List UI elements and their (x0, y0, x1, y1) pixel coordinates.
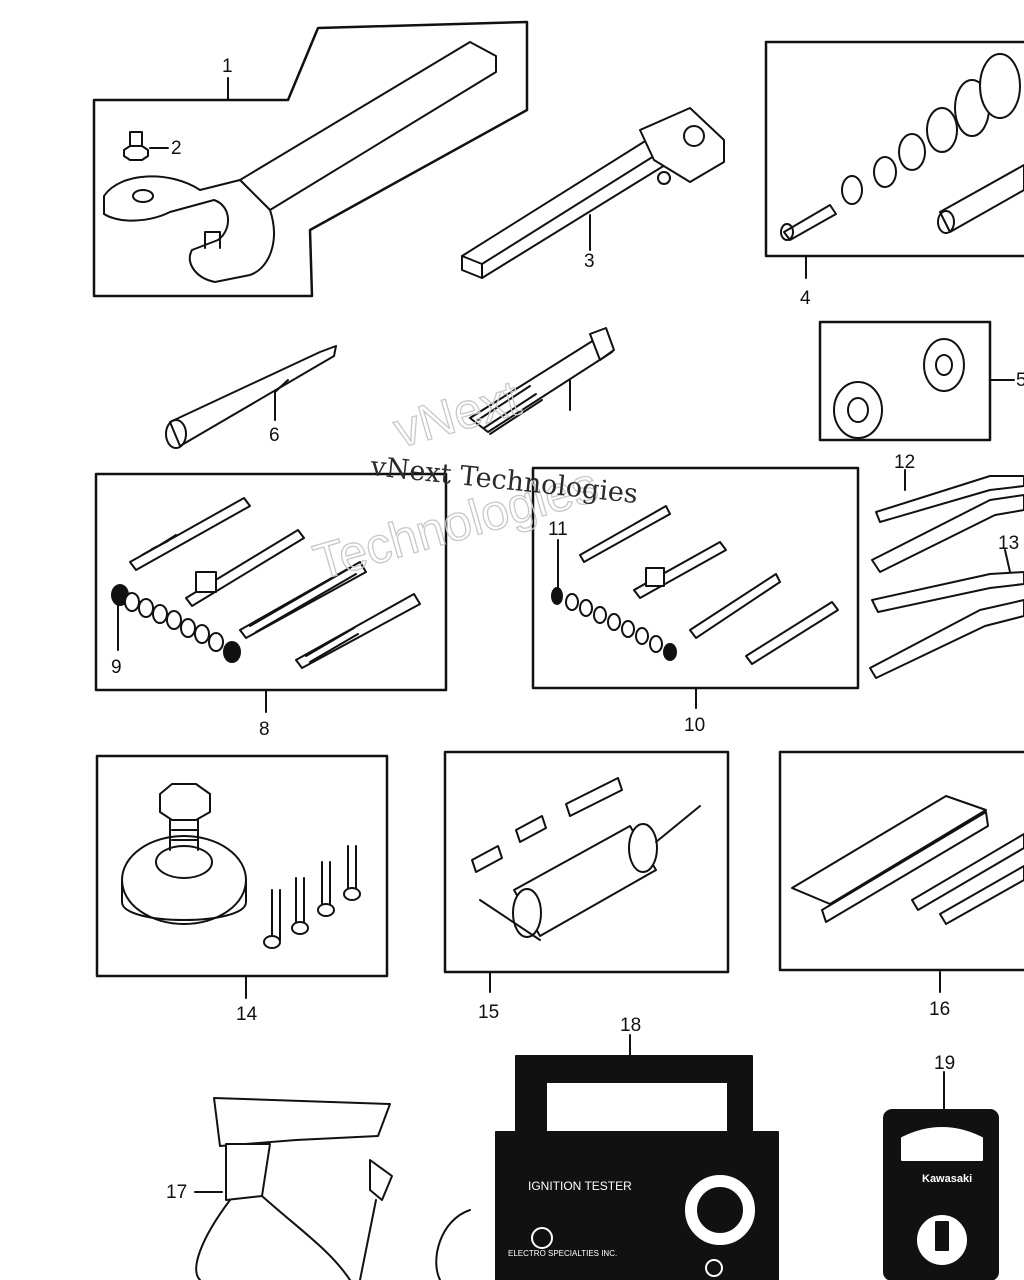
label-6: 6 (269, 425, 280, 446)
label-4: 4 (800, 288, 811, 309)
inserts-9 (111, 584, 241, 663)
pliers-13 (869, 549, 1024, 679)
pin-2 (123, 131, 169, 161)
label-5: 5 (1016, 370, 1024, 391)
tester-maker: ELECTRO SPECIALTIES INC. (508, 1249, 617, 1258)
drift-punch (165, 345, 337, 449)
thread-repair-kit-8 (94, 472, 448, 713)
thread-repair-kit-10 (531, 466, 860, 709)
frame-1 (92, 20, 529, 298)
frame-4 (764, 40, 1024, 258)
bar-with-clamp (461, 107, 725, 279)
label-16: 16 (929, 999, 950, 1020)
label-10: 10 (684, 715, 705, 736)
label-19: 19 (934, 1053, 955, 1074)
ignition-tester (435, 1034, 779, 1280)
flywheel-puller (95, 754, 389, 999)
multimeter (883, 1071, 999, 1280)
frame-14 (95, 754, 389, 978)
label-12: 12 (894, 452, 915, 473)
watermark-big-1: vNext (388, 369, 526, 458)
frame-16 (778, 750, 1024, 972)
slotted-shaft (469, 327, 615, 435)
tester-title: IGNITION TESTER (528, 1179, 632, 1193)
hook-spanner-wrench (92, 20, 529, 298)
label-9: 9 (111, 657, 122, 678)
label-17: 17 (166, 1182, 187, 1203)
label-18: 18 (620, 1015, 641, 1036)
label-2: 2 (171, 138, 182, 159)
timing-light (194, 1097, 393, 1280)
inserts-11 (551, 539, 677, 661)
label-3: 3 (584, 251, 595, 272)
meter-brand: Kawasaki (922, 1173, 972, 1185)
label-11: 11 (548, 519, 568, 540)
bar-set (778, 750, 1024, 993)
callout-labels: 1 2 3 4 5 6 8 9 10 11 12 13 14 15 16 17 … (111, 56, 1024, 1203)
label-8: 8 (259, 719, 270, 740)
label-15: 15 (478, 1002, 499, 1023)
label-13: 13 (998, 533, 1019, 554)
bearing-driver-set (764, 40, 1024, 279)
bearing-puller-discs (818, 320, 1015, 442)
slide-hammer (443, 750, 730, 993)
label-1: 1 (222, 56, 233, 77)
frame-15 (443, 750, 730, 974)
label-14: 14 (236, 1004, 258, 1025)
frame-8 (94, 472, 448, 692)
pliers-12 (871, 469, 1024, 573)
